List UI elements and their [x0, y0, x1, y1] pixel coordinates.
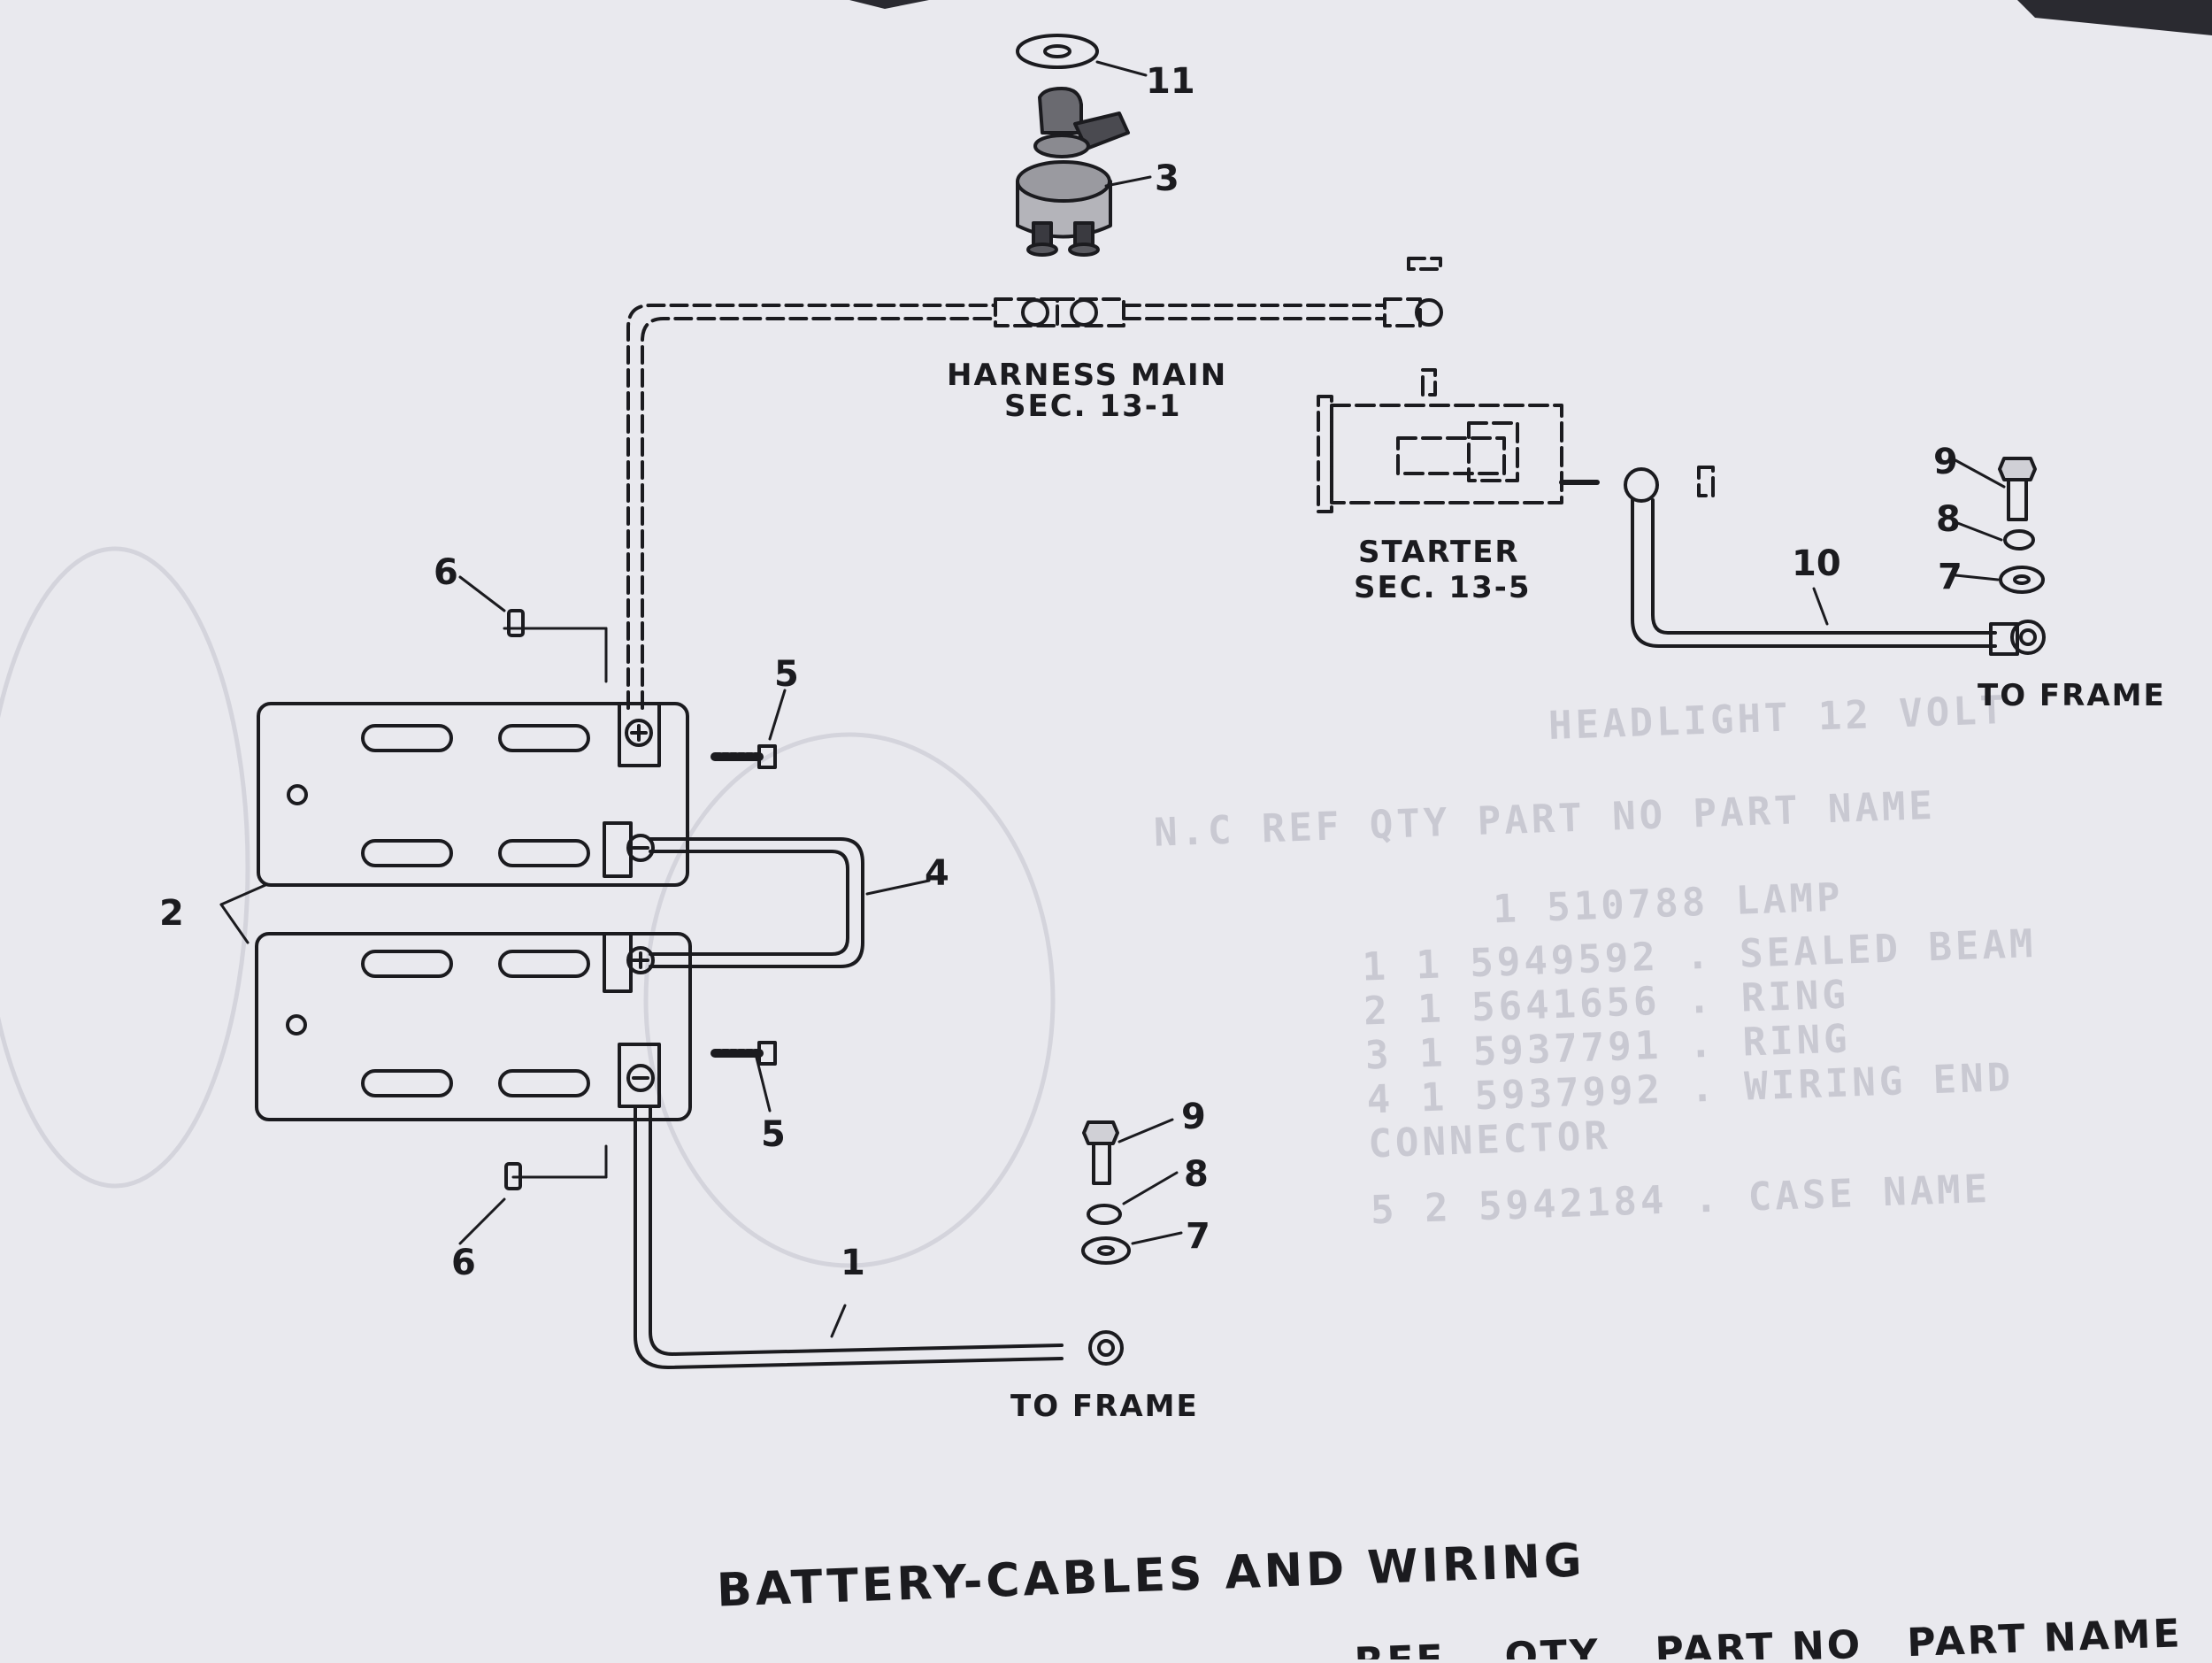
- nut-6-lower-icon: [504, 1162, 522, 1190]
- col-part-name: PART NAME: [1906, 1611, 2183, 1659]
- lockwasher-8-lower-icon: [1087, 1204, 1122, 1225]
- label-10: 10: [1792, 543, 1841, 584]
- col-part-no: PART NO: [1655, 1622, 1863, 1659]
- bolt-5-lower-icon: [710, 1041, 777, 1066]
- diagram-title: BATTERY-CABLES AND WIRING: [716, 1534, 1586, 1617]
- lockwasher-8-icon: [2003, 529, 2035, 550]
- bolt-5-upper-icon: [710, 744, 777, 769]
- label-7-lower: 7: [1186, 1216, 1210, 1257]
- battery-switch-icon: [1016, 87, 1130, 257]
- show-through-rings: [0, 546, 1056, 1268]
- corner-shadow: [2017, 0, 2212, 35]
- ghost-row: 5 2 5942184 . CASE NAME: [1370, 1166, 1992, 1233]
- starter-label: STARTER: [1358, 535, 1520, 570]
- cable-10-icon: [1624, 467, 2046, 656]
- nut-6-upper-icon: [507, 609, 525, 637]
- label-6-lower: 6: [451, 1243, 476, 1283]
- label-2: 2: [159, 893, 184, 934]
- leader-lines: [219, 60, 2006, 1338]
- show-through-ghost: HEADLIGHT 12 VOLT N.C REF QTY PART NO PA…: [1153, 688, 2037, 1233]
- label-11: 11: [1146, 61, 1195, 102]
- label-1: 1: [841, 1243, 865, 1283]
- battery-lower-icon: [255, 932, 692, 1121]
- label-3: 3: [1155, 158, 1179, 199]
- col-ref: REF: [1354, 1636, 1447, 1659]
- cable-1-icon: [634, 1105, 1124, 1369]
- corner-shadow: [849, 0, 929, 9]
- ghost-row: CONNECTOR: [1368, 1113, 1612, 1167]
- harness-main-label: HARNESS MAIN: [947, 358, 1227, 393]
- label-4: 4: [925, 853, 949, 894]
- bolt-9-icon: [1998, 457, 2037, 521]
- label-6-upper: 6: [434, 552, 458, 593]
- col-qty: QTY: [1504, 1631, 1601, 1659]
- ghost-header: N.C REF QTY PART NO PART NAME: [1153, 783, 1936, 856]
- label-9-right: 9: [1933, 442, 1958, 482]
- harness-sec-label: SEC. 13-1: [1004, 389, 1182, 424]
- starter-sec-label: SEC. 13-5: [1354, 570, 1532, 605]
- label-5-upper: 5: [774, 654, 799, 695]
- label-9-lower: 9: [1181, 1097, 1206, 1137]
- ghost-row: 1 510788 LAMP: [1492, 875, 1844, 933]
- reference-numbers: 11 3 6 5 4 2 5 6 1 9 8 7 9 8 7 10: [159, 61, 1962, 1283]
- jumper-cable-4-icon: [649, 837, 864, 968]
- star-washer-7-icon: [1999, 566, 2045, 594]
- label-7-right: 7: [1938, 557, 1962, 597]
- harness-connectors: [1021, 298, 1443, 327]
- battery-upper-icon: [257, 702, 689, 887]
- label-5-lower: 5: [761, 1114, 786, 1155]
- starter-icon: [1317, 368, 1715, 513]
- ghost-title: HEADLIGHT 12 VOLT: [1548, 688, 2008, 749]
- callout-text: HARNESS MAIN SEC. 13-1 STARTER SEC. 13-5…: [947, 358, 2166, 1424]
- bolt-9-lower-icon: [1082, 1120, 1119, 1185]
- washer-11-icon: [1016, 34, 1099, 69]
- label-8-right: 8: [1936, 499, 1961, 540]
- star-washer-7-lower-icon: [1081, 1236, 1131, 1265]
- to-frame-right-label: TO FRAME: [1978, 678, 2166, 713]
- parts-table-header: REF QTY PART NO PART NAME: [1354, 1611, 2183, 1663]
- harness-main-dashed: [626, 257, 1442, 710]
- to-frame-bottom-label: TO FRAME: [1010, 1389, 1199, 1424]
- label-8-lower: 8: [1184, 1154, 1209, 1195]
